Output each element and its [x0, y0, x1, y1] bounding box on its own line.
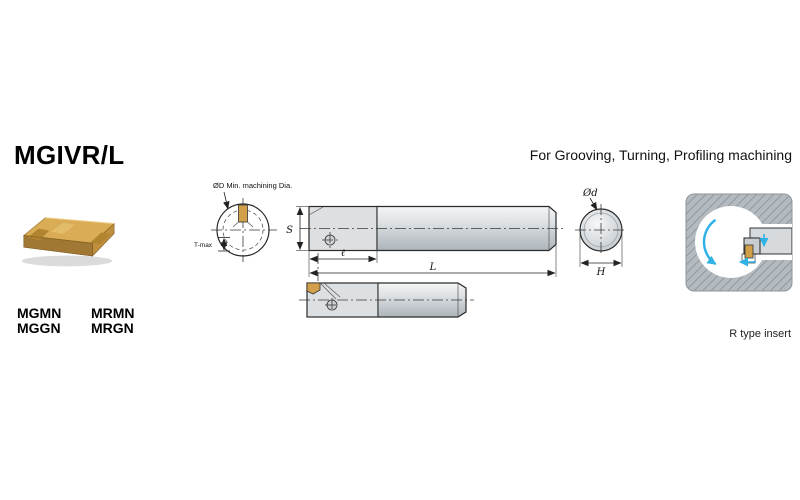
insert-tip-front-view	[238, 204, 248, 223]
page-title: MGIVR/L	[14, 140, 125, 170]
r-type-caption: R type insert	[729, 328, 791, 340]
insert-code: MRGN	[91, 320, 134, 336]
dim-label-l-big: L	[429, 262, 437, 273]
rotation-arrow-icon	[702, 218, 717, 266]
insert-in-cut	[744, 244, 754, 259]
dim-label-h: H	[596, 267, 606, 278]
secondary-side-view-drawing	[299, 253, 474, 318]
main-side-view-drawing: S ℓ L	[286, 205, 564, 277]
dim-label-l-small: ℓ	[341, 248, 345, 259]
insert-code: MRMN	[91, 305, 135, 321]
insert-photo	[21, 217, 115, 267]
label-min-machining-dia: ØD Min. machining Dia.	[213, 181, 292, 190]
insert-tip-side-view	[306, 282, 321, 295]
insert-code: MGMN	[17, 305, 62, 321]
insert-code: MGGN	[17, 320, 61, 336]
dim-label-s: S	[286, 225, 293, 236]
insert-codes: MGMN MRMN MGGN MRGN	[17, 306, 135, 336]
end-view-drawing: Ød H	[575, 188, 627, 278]
grooving-insert-3d	[23, 217, 115, 257]
dim-label-d: Ød	[582, 188, 598, 199]
label-t-max: T-max	[194, 242, 213, 249]
d-leader-arrow-icon	[589, 197, 598, 211]
min-dia-leader-arrow-icon	[223, 191, 230, 210]
insert-shadow	[21, 255, 113, 267]
page-subtitle: For Grooving, Turning, Profiling machini…	[529, 147, 792, 163]
application-diagram	[685, 193, 793, 292]
front-view-drawing: ØD Min. machining Dia. T-max	[194, 181, 292, 262]
